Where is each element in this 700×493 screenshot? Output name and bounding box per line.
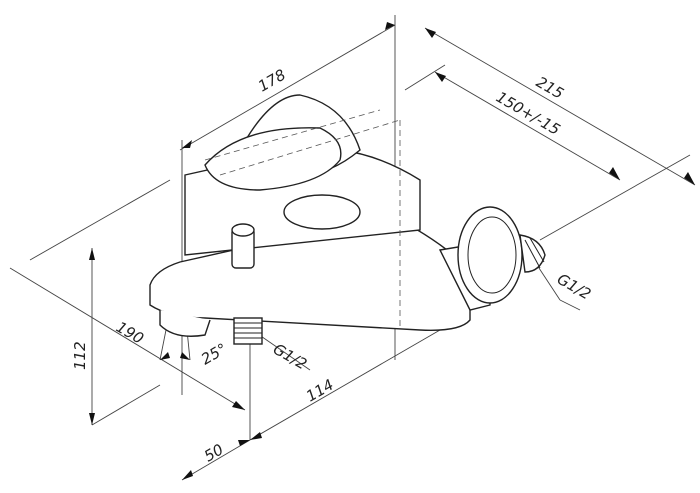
dim-25deg: 25° <box>198 340 230 369</box>
dim-112: 112 <box>71 341 89 370</box>
arrowheads <box>89 22 695 480</box>
dim-50: 50 <box>201 440 227 465</box>
dimension-lines <box>9 15 696 481</box>
dim-190: 190 <box>113 318 147 348</box>
dim-215: 215 <box>533 73 567 103</box>
dim-114: 114 <box>303 376 337 406</box>
dim-g12-outlet: G1/2 <box>270 340 310 373</box>
dim-g12-inlet: G1/2 <box>554 270 594 303</box>
dim-178: 178 <box>255 66 289 96</box>
faucet-body <box>149 94 546 345</box>
